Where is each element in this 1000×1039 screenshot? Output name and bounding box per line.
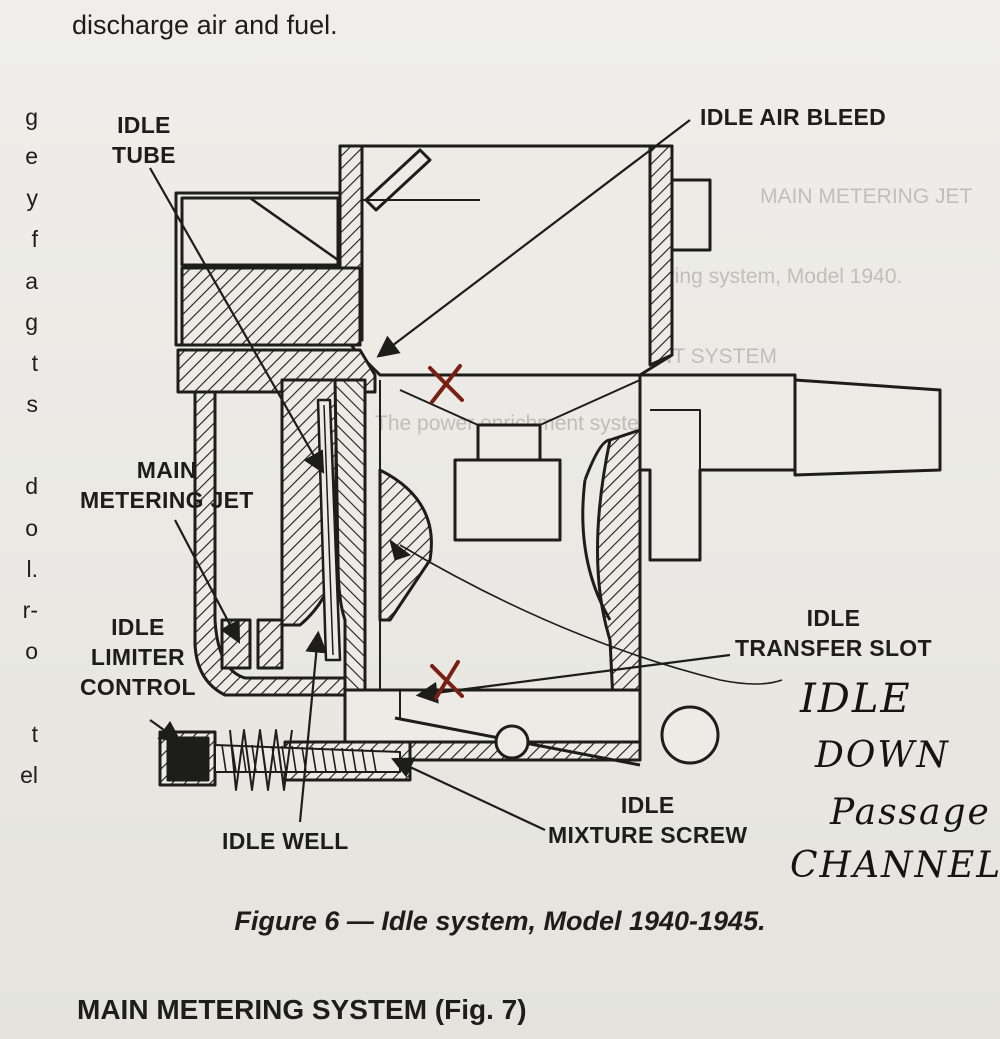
label-idle-transfer-slot: IDLE TRANSFER SLOT <box>735 603 932 663</box>
text-fragment: o <box>25 515 38 541</box>
leader-idle-well <box>298 630 328 823</box>
left-column-fragments: g e y f a g t s d o l. r- o t el <box>0 100 42 800</box>
text-fragment: f <box>31 226 38 252</box>
text-fragment: r- <box>22 597 38 623</box>
idle-passage <box>365 689 401 720</box>
handwritten-note-line: DOWN <box>815 735 950 776</box>
handwritten-note-line: Passage <box>830 792 991 833</box>
text-fragment: t <box>31 350 38 376</box>
upper-flange-web <box>180 196 340 267</box>
label-idle-mixture-screw: IDLE MIXTURE SCREW <box>548 790 747 850</box>
handwritten-x-marks <box>428 364 464 700</box>
text-fragment: g <box>25 309 38 335</box>
leader-idle-mixture-screw <box>391 757 546 831</box>
leader-idle-transfer-slot <box>415 653 731 704</box>
label-line: METERING JET <box>80 487 254 513</box>
text-fragment: t <box>31 721 38 747</box>
label-line: MIXTURE SCREW <box>548 822 748 848</box>
label-idle-well: IDLE WELL <box>222 828 349 854</box>
text-fragment: y <box>26 185 39 211</box>
label-idle-limiter-control: IDLE LIMITER CONTROL <box>80 612 196 702</box>
text-fragment: s <box>26 391 39 417</box>
label-line: IDLE <box>806 605 861 631</box>
text-fragment: g <box>25 104 38 130</box>
idle-mixture-spring <box>229 729 293 791</box>
fuel-inlet-tube <box>793 378 942 477</box>
handwritten-note-line: IDLE <box>800 676 912 722</box>
text-fragment: a <box>25 268 38 294</box>
label-line: IDLE <box>117 112 171 138</box>
text-fragment: e <box>25 143 38 169</box>
fuel-inlet-fitting <box>670 178 712 252</box>
handwriting-pointer <box>399 544 783 685</box>
idle-limiter-knurl <box>166 736 210 782</box>
throttle-lever-hub <box>660 705 720 765</box>
label-line: LIMITER <box>90 644 185 670</box>
text-fragment: l. <box>26 556 39 582</box>
upper-flange-section <box>180 266 362 347</box>
air-horn-right-wall <box>648 144 674 367</box>
label-line: IDLE <box>111 614 165 640</box>
section-heading: MAIN METERING SYSTEM (Fig. 7) <box>77 994 527 1025</box>
label-idle-air-bleed: IDLE AIR BLEED <box>700 104 887 130</box>
label-line: MAIN <box>136 457 197 483</box>
label-line: CONTROL <box>80 674 196 700</box>
leader-idle-limiter <box>149 719 182 743</box>
label-main-metering-jet: MAIN METERING JET <box>80 455 254 515</box>
text-fragment: el <box>20 762 38 788</box>
power-valve-housing <box>453 458 562 542</box>
venturi-left <box>378 468 433 622</box>
choke-plate <box>364 148 432 212</box>
leader-main-metering-jet <box>174 519 241 644</box>
leader-idle-air-bleed <box>376 119 691 358</box>
label-line: TRANSFER SLOT <box>735 635 932 661</box>
label-idle-tube: IDLE TUBE <box>112 110 176 170</box>
text-fragment: d <box>25 473 38 499</box>
bleed-through-text: MAIN METERING JET <box>760 185 973 208</box>
main-metering-jet <box>220 618 252 670</box>
throttle-body <box>343 688 642 744</box>
top-text-line: discharge air and fuel. <box>72 10 338 40</box>
label-line: IDLE <box>620 792 675 818</box>
label-line: TUBE <box>112 142 176 168</box>
throttle-shaft <box>494 724 530 760</box>
side-boss <box>638 373 797 562</box>
figure-caption: Figure 6 — Idle system, Model 1940-1945. <box>234 906 766 936</box>
handwritten-note-line: CHANNEL <box>790 845 1000 886</box>
text-fragment: o <box>25 638 38 664</box>
leader-idle-tube <box>149 167 325 474</box>
